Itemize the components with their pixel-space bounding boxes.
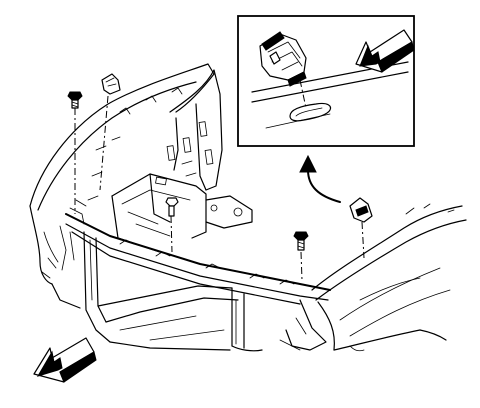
clip-left xyxy=(99,73,121,191)
clip-right xyxy=(349,197,373,259)
lower-radiator-support xyxy=(83,231,327,352)
inner-fender-panel xyxy=(166,69,223,191)
right-fender xyxy=(311,203,467,352)
front-direction-arrow-lower-left xyxy=(33,337,97,383)
front-direction-arrow-inset xyxy=(355,29,415,73)
bolt-center xyxy=(165,197,179,253)
bolt-left xyxy=(67,91,83,214)
left-fender xyxy=(29,63,215,309)
bolt-right xyxy=(293,231,309,281)
mounting-slot xyxy=(289,102,332,122)
detail-inset xyxy=(237,15,415,147)
retainer-clip-detail xyxy=(259,31,307,87)
inset-panel-edge-lower xyxy=(251,71,409,103)
upper-tie-bar xyxy=(65,199,331,305)
radiator-support-housing xyxy=(111,173,253,253)
detail-callout-arrow xyxy=(299,154,341,203)
